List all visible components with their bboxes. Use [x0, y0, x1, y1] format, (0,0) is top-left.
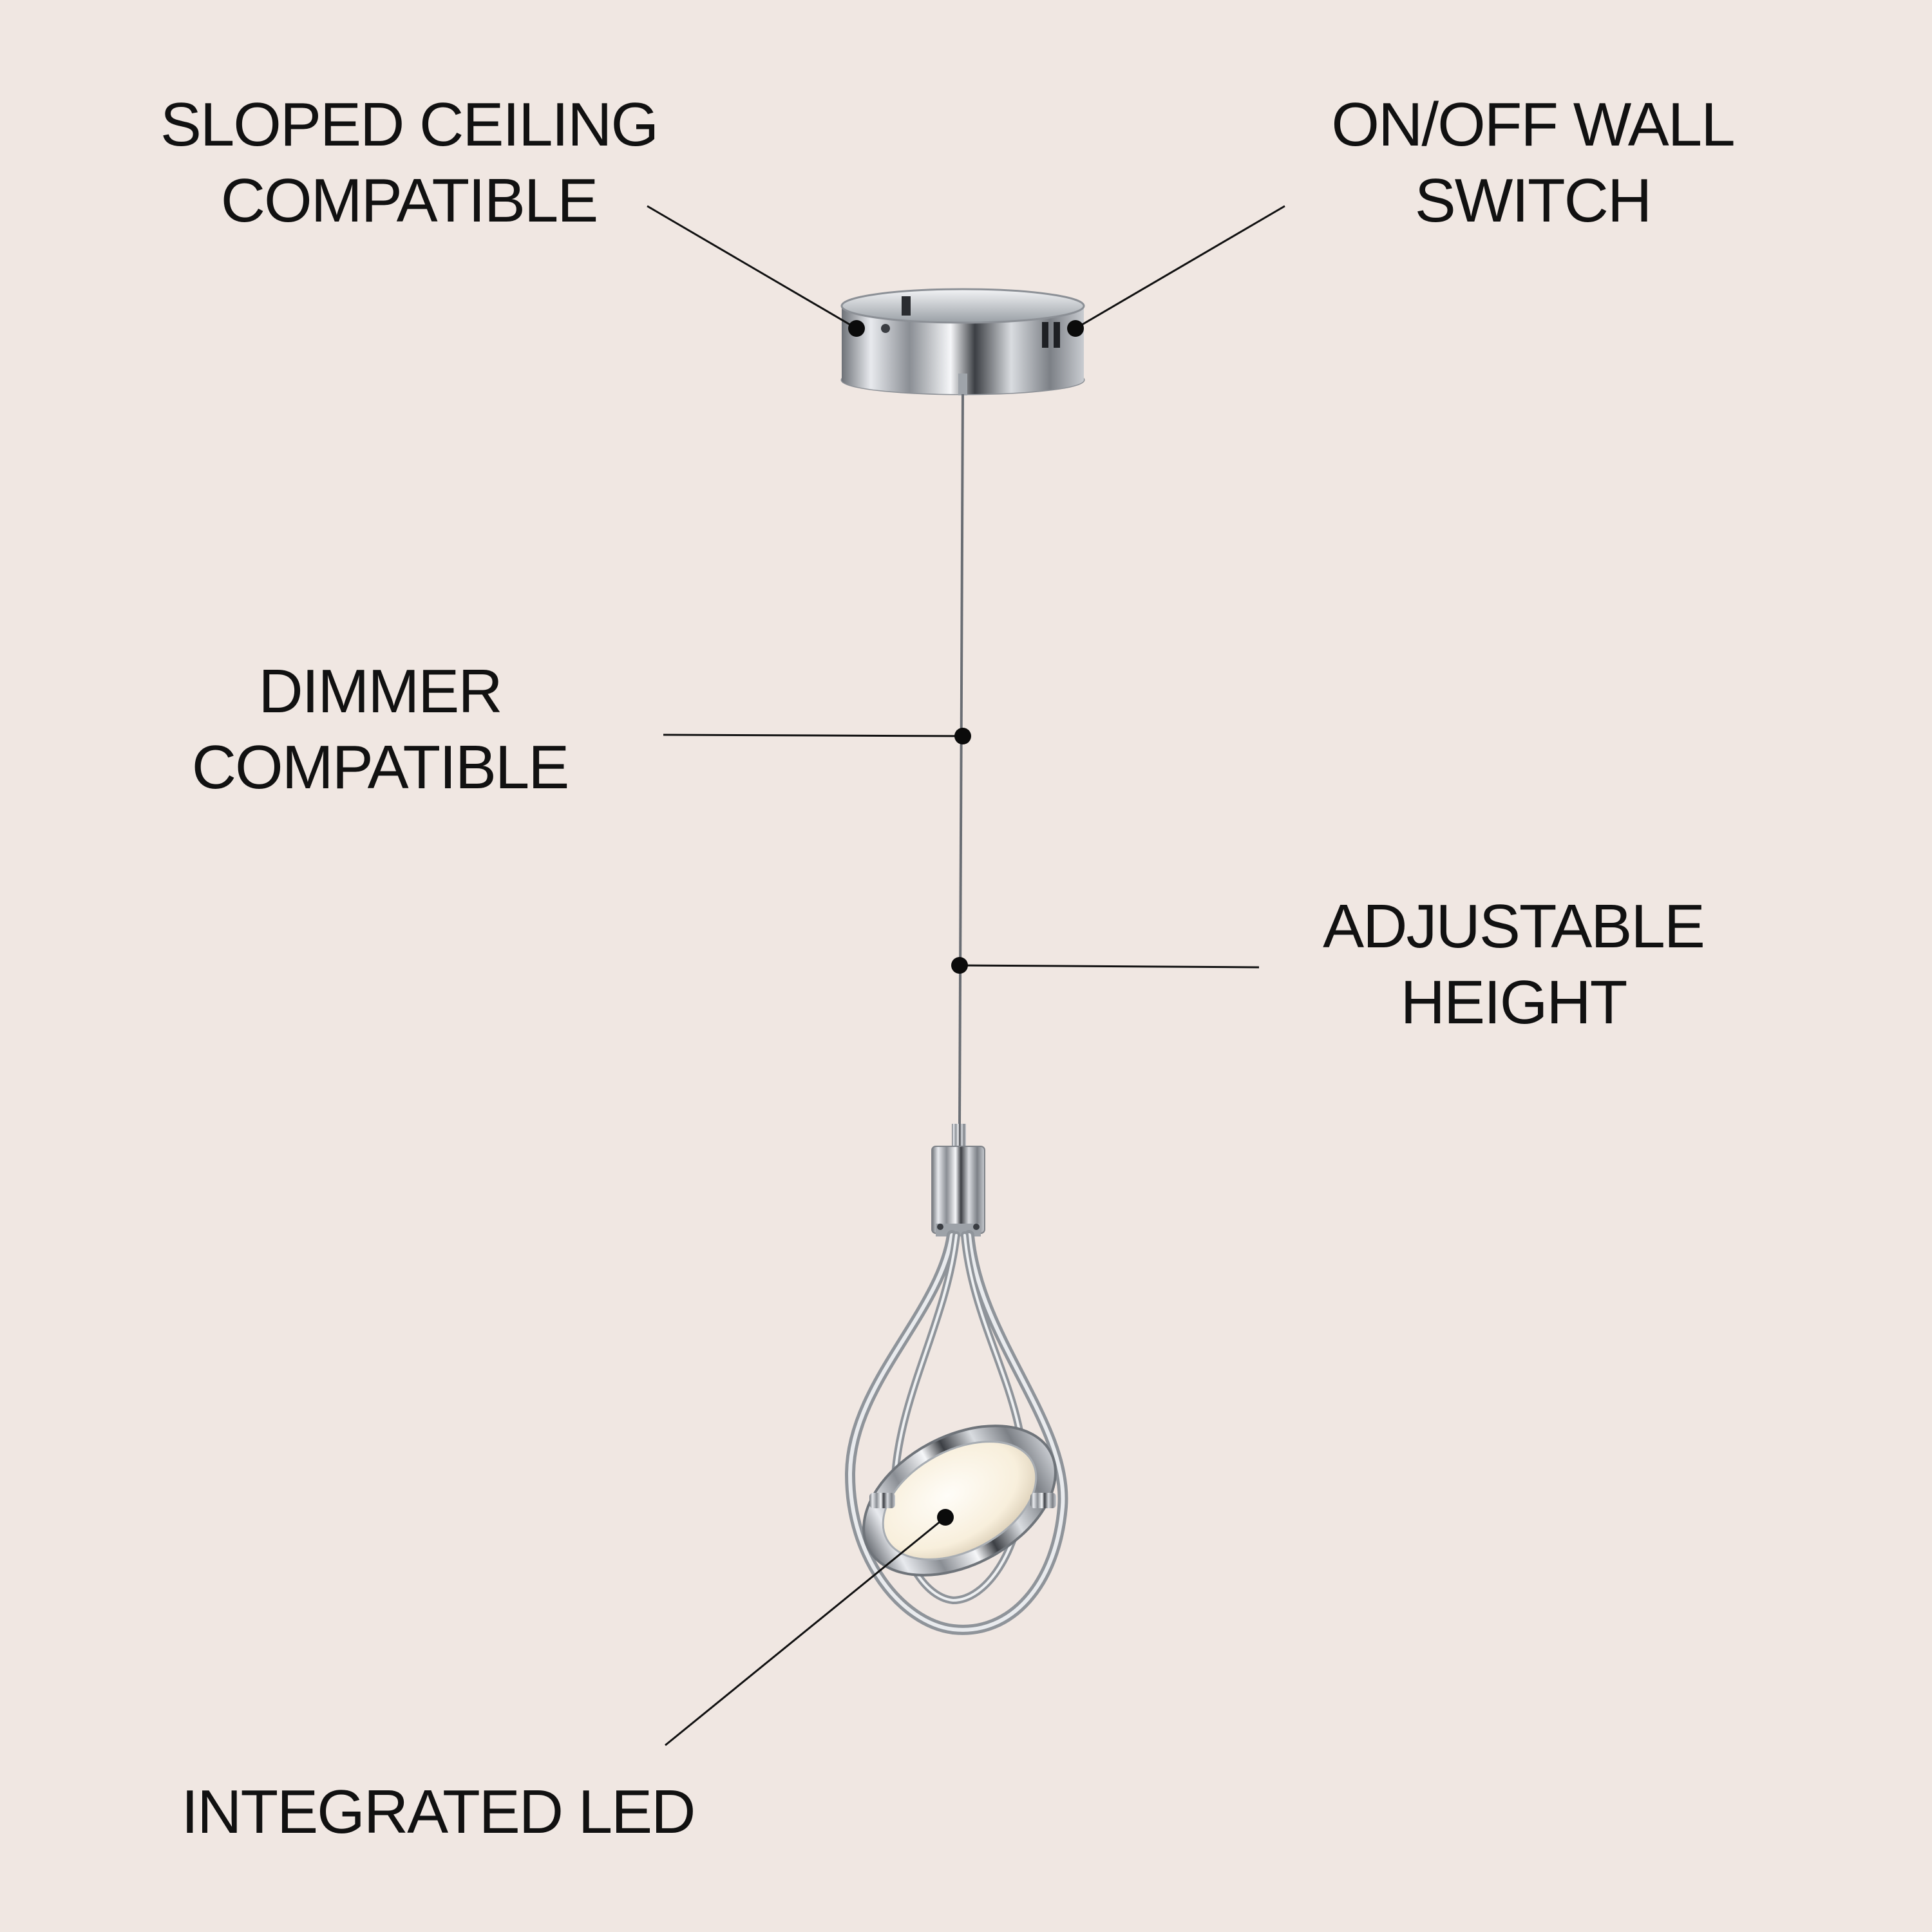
label-line: SLOPED CEILING [160, 90, 659, 159]
ceiling-canopy [840, 288, 1085, 395]
teardrop-frame [844, 1230, 1068, 1635]
label-line: INTEGRATED LED [181, 1777, 696, 1846]
suspension-cable [958, 393, 964, 1128]
callout-lines [647, 205, 1285, 1747]
callout-dot-integrated-led [937, 1509, 954, 1526]
label-adjustable-height: ADJUSTABLE HEIGHT [1304, 889, 1723, 1041]
callout-line-wall-switch [1075, 205, 1285, 330]
callout-dot-sloped-ceiling [848, 320, 865, 337]
callout-dots [848, 320, 1084, 1526]
label-line: COMPATIBLE [220, 166, 599, 235]
label-line: HEIGHT [1400, 968, 1628, 1037]
callout-dot-adjustable-height [951, 957, 968, 974]
label-line: SWITCH [1414, 166, 1653, 235]
callout-line-integrated-led [665, 1516, 946, 1747]
callout-line-sloped-ceiling [647, 205, 857, 330]
label-line: ADJUSTABLE [1323, 892, 1705, 961]
callout-dot-wall-switch [1067, 320, 1084, 337]
label-line: COMPATIBLE [191, 733, 570, 802]
label-line: DIMMER [258, 657, 502, 726]
label-line: ON/OFF WALL [1331, 90, 1735, 159]
canopy-screw-icon [902, 296, 911, 316]
label-on-off-wall-switch: ON/OFF WALL SWITCH [1307, 87, 1758, 239]
label-dimmer-compatible: DIMMER COMPATIBLE [161, 654, 599, 806]
led-disc [862, 1425, 1057, 1577]
callout-line-adjustable-height [959, 964, 1260, 969]
label-integrated-led: INTEGRATED LED [161, 1774, 715, 1850]
callout-dot-dimmer [954, 728, 971, 744]
cable-gripper [931, 1124, 985, 1236]
callout-line-dimmer [663, 734, 963, 737]
label-sloped-ceiling-compatible: SLOPED CEILING COMPATIBLE [148, 87, 670, 239]
